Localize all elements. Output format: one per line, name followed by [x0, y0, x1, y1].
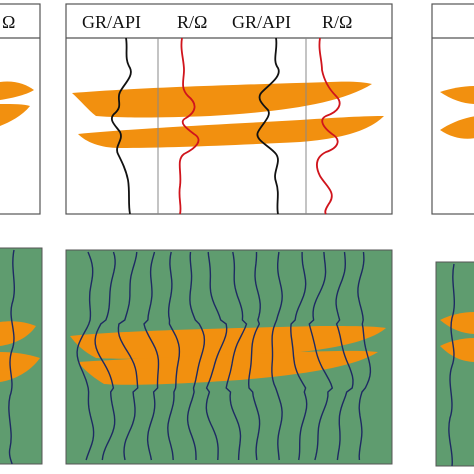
seismic-wiggle-trace-right	[448, 263, 455, 467]
right-sand-body-upper	[440, 86, 474, 104]
seismic-wiggle-trace	[247, 252, 261, 461]
left-seismic-sand-upper	[0, 321, 36, 346]
seismic-sand-body-lower	[78, 350, 378, 385]
left-resistivity-label: Ω	[2, 12, 15, 32]
right-seismic-sand-upper	[440, 312, 474, 334]
seismic-wiggle-trace-left	[8, 249, 15, 465]
seismic-sand-body-upper	[70, 326, 386, 359]
top-center-log-panel: GR/API R/Ω GR/API R/Ω	[65, 3, 393, 215]
top-left-log-panel: Ω	[0, 3, 41, 215]
resistivity-log-curve-2	[316, 37, 341, 215]
right-seismic-sand-lower	[440, 338, 474, 362]
seismic-wiggle-trace	[205, 251, 228, 461]
seismic-wiggle-trace	[76, 251, 95, 461]
gr-label-2: GR/API	[232, 12, 291, 32]
right-sand-body-lower	[440, 116, 474, 139]
seismic-traces	[76, 251, 372, 461]
seismic-wiggle-trace	[117, 251, 139, 461]
gr-label-1: GR/API	[82, 12, 141, 32]
seismic-wiggle-trace	[94, 251, 116, 461]
seismic-wiggle-trace	[308, 251, 334, 461]
seismic-wiggle-trace	[186, 251, 206, 460]
seismic-wiggle-trace	[271, 251, 283, 461]
gamma-ray-log-curve-2	[256, 37, 280, 215]
seismic-wiggle-trace	[143, 251, 160, 461]
left-sand-body-lower	[0, 104, 30, 126]
center-sand-body-lower	[78, 116, 384, 148]
gamma-ray-log-curve-1	[110, 37, 132, 215]
top-right-log-panel	[431, 3, 474, 215]
resistivity-label-1: R/Ω	[177, 12, 207, 32]
seismic-wiggle-trace	[335, 251, 354, 461]
seismic-wiggle-trace	[167, 251, 181, 461]
seismic-wiggle-trace	[357, 251, 372, 461]
resistivity-label-2: R/Ω	[322, 12, 352, 32]
seismic-wiggle-trace	[290, 252, 308, 461]
bottom-right-seismic-panel	[435, 261, 474, 467]
seismic-wiggle-trace	[225, 251, 248, 461]
center-sand-body-upper	[72, 81, 372, 118]
left-sand-body-upper	[0, 81, 34, 100]
resistivity-log-curve-1	[178, 37, 200, 215]
bottom-center-seismic-panel	[65, 249, 393, 465]
bottom-left-seismic-panel	[0, 247, 43, 465]
